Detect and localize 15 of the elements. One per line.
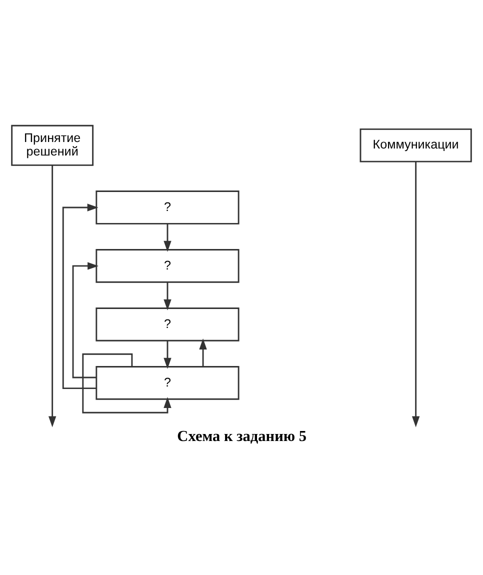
node-box: ?	[96, 248, 240, 282]
arrow	[62, 203, 98, 389]
arrow	[164, 340, 172, 368]
node-box: ?	[96, 307, 240, 341]
arrow	[412, 161, 420, 427]
arrow	[164, 282, 172, 310]
caption: Схема к заданию 5	[177, 428, 307, 445]
node-box: ?	[96, 190, 240, 224]
node-box: ?	[96, 366, 240, 400]
node-box: Коммуникации	[360, 128, 472, 162]
arrow	[164, 223, 172, 252]
node-box: Принятие решений	[11, 124, 94, 166]
arrow	[72, 262, 99, 378]
arrow	[199, 338, 207, 366]
arrow	[48, 165, 56, 427]
